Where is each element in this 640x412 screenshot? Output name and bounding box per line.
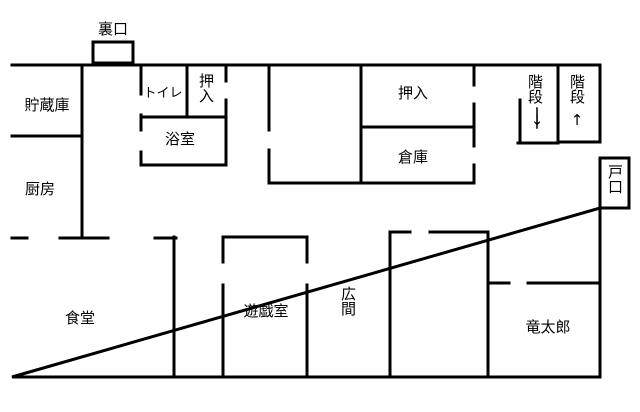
- dining-label: 食堂: [65, 309, 95, 327]
- kitchen-label: 厨房: [25, 180, 55, 198]
- ryutaro-room-label: 竜太郎: [525, 318, 570, 336]
- toilet-label: トイレ: [143, 86, 182, 101]
- closet-label: 押入: [398, 84, 428, 102]
- interior-walls: [10, 63, 602, 379]
- closet-small-label: 押入: [197, 73, 215, 103]
- door-box: [598, 156, 631, 210]
- door-label: 戸口: [606, 164, 624, 194]
- stairs-down-arrow-icon: ↓: [531, 111, 544, 129]
- warehouse-label: 倉庫: [398, 148, 428, 166]
- bath-label: 浴室: [165, 130, 195, 148]
- stairs-up-label: 階段: [568, 74, 586, 104]
- stairs-down-label: 階段: [526, 74, 544, 104]
- playroom-label: 遊戯室: [243, 302, 288, 320]
- back-door-label: 裏口: [98, 20, 128, 38]
- back-door-box: [91, 40, 135, 65]
- stairs-up-arrow-icon: ↑: [571, 111, 584, 129]
- hall-label: 広間: [339, 286, 357, 317]
- walls: [10, 40, 631, 379]
- storage-label: 貯蔵庫: [24, 96, 69, 114]
